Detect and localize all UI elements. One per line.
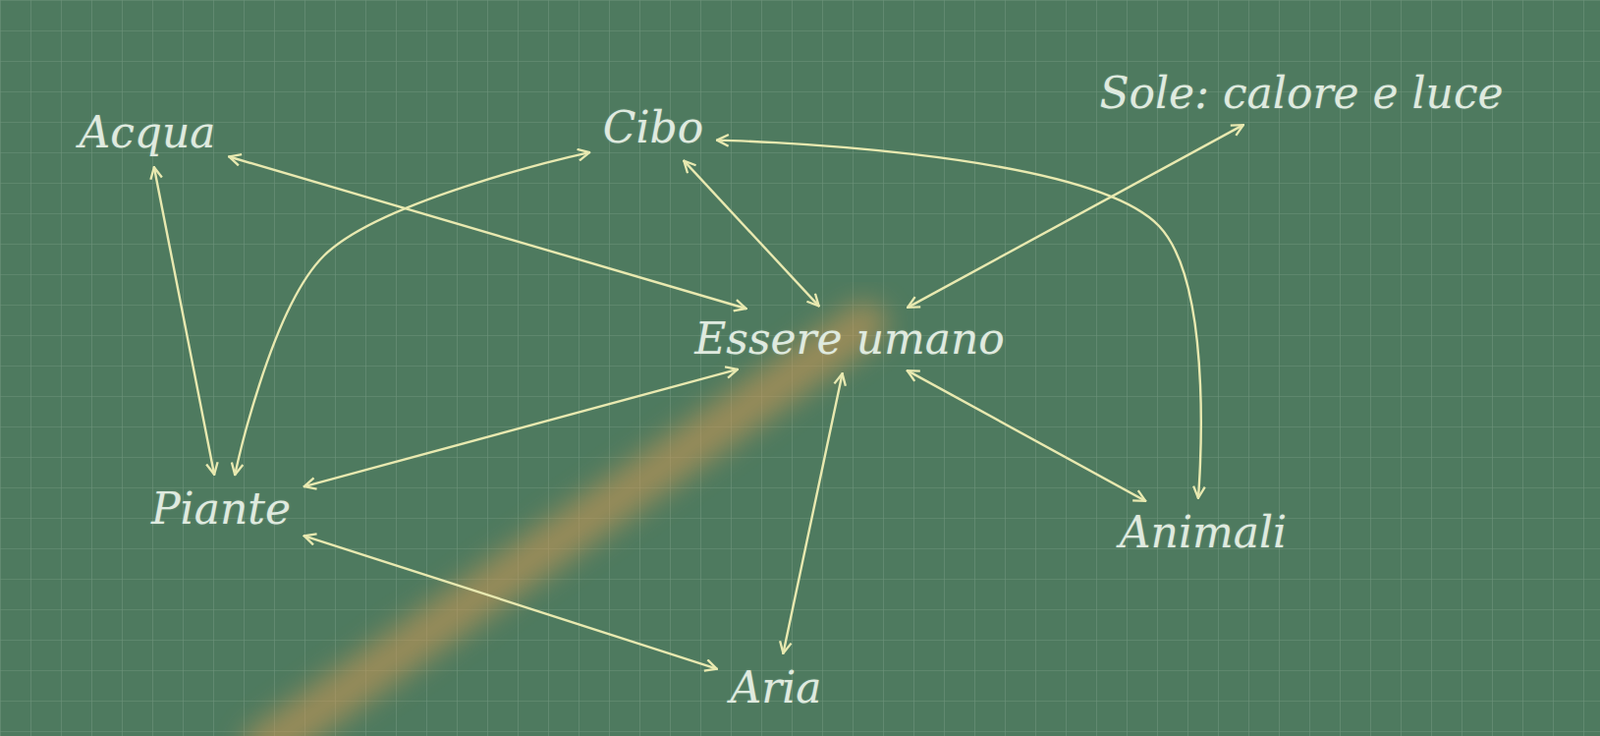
chalk-text: Aria — [729, 662, 822, 714]
chalk-arrow — [304, 535, 718, 668]
chalk-text: Acqua — [78, 108, 216, 159]
chalk-text: Essere umano — [694, 314, 1005, 365]
chalk-word: Piante — [143, 480, 299, 539]
chalk-text: Sole: calore e luce — [1099, 68, 1503, 119]
chalk-word: Aria — [721, 659, 829, 718]
chalk-arrow — [304, 369, 738, 487]
chalk-word: Sole: calore e luce — [1091, 64, 1511, 123]
chalk-arrow — [234, 152, 590, 475]
chalk-arrow — [683, 161, 819, 307]
chalk-word: Essere umano — [686, 310, 1013, 369]
chalk-arrow — [907, 124, 1244, 308]
chalk-word: Animali — [1111, 503, 1295, 562]
light-streak — [265, 324, 865, 736]
chalk-text: Cibo — [603, 103, 704, 154]
chalk-arrow — [907, 370, 1146, 501]
chalk-arrow — [782, 373, 842, 654]
chalk-word: Acqua — [70, 104, 223, 163]
chalk-arrow — [154, 166, 215, 475]
chalk-word: Cibo — [595, 99, 712, 158]
chalk-text: Piante — [151, 484, 291, 535]
chalk-text: Animali — [1119, 507, 1287, 558]
